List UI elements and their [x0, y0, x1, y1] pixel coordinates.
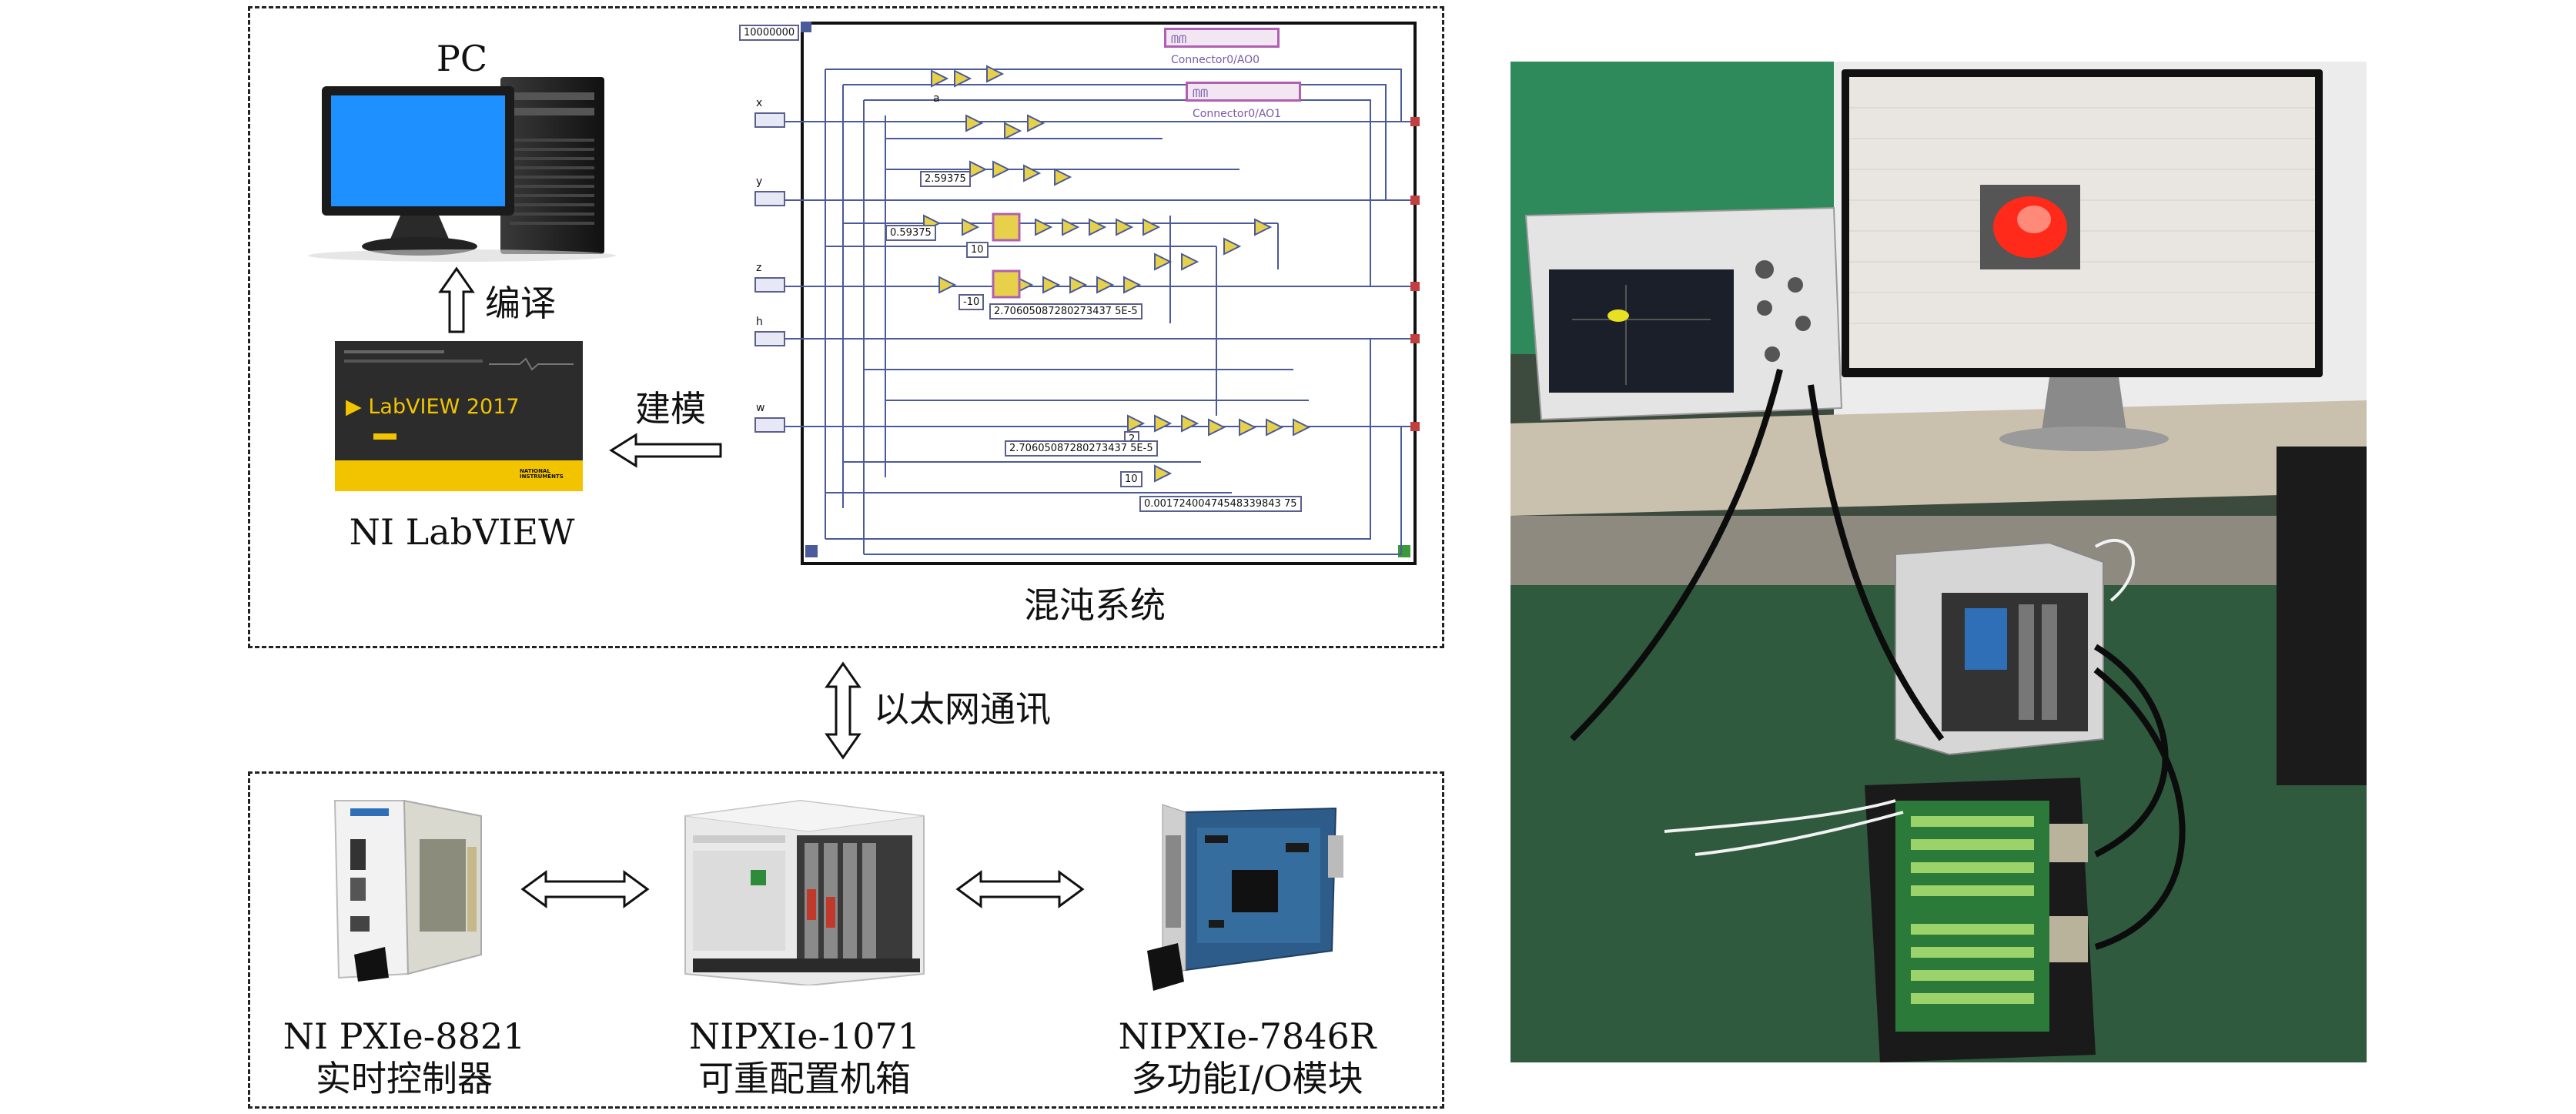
lab-setup-photo: [1510, 62, 2367, 1062]
link-arrow-icon-1: [520, 870, 650, 908]
while-loop-frame: [801, 22, 1417, 565]
splash-small-text-2: [344, 360, 483, 363]
pc-illustration: [308, 77, 616, 262]
compile-label: 编译: [485, 283, 556, 324]
const-5: 2.70605087280273437 5E-5: [989, 303, 1142, 319]
chassis-image: [684, 799, 925, 985]
labview-label: NI LabVIEW: [349, 511, 575, 553]
wires-svg: [785, 65, 1420, 555]
labview-splash: ▶ LabVIEW 2017 NATIONAL INSTRUMENTS: [335, 341, 583, 491]
chassis-label-1: NIPXIe-1071: [688, 1015, 921, 1057]
input-z-label: z: [756, 262, 762, 274]
var-a-label: a: [933, 92, 940, 105]
output-ao1: ᗰᗰ Connector0/AO1: [1186, 82, 1301, 120]
modeling-label: 建模: [635, 388, 706, 430]
splash-bottom-bar: [335, 460, 583, 491]
output-ao0-label: Connector0/AO0: [1171, 54, 1260, 66]
loop-i-icon: [805, 545, 818, 557]
splash-product-name: LabVIEW: [368, 395, 460, 419]
input-w-label: w: [756, 402, 765, 414]
splash-wave-icon: [489, 356, 574, 375]
loop-count-box: 10000000: [739, 25, 800, 41]
input-x-label: x: [756, 97, 763, 109]
controller-label-1: NI PXIe-8821: [283, 1015, 526, 1057]
loop-n-icon: [801, 22, 811, 32]
hardware-group-box: [248, 771, 1444, 1109]
ethernet-label: 以太网通讯: [874, 688, 1051, 730]
ethernet-arrow-icon: [825, 661, 861, 760]
splash-product-year: 2017: [466, 395, 520, 419]
const-2: 0.59375: [885, 225, 936, 241]
const-4: -10: [958, 294, 985, 310]
input-y-control: [754, 191, 785, 206]
input-y-label: y: [756, 176, 763, 188]
pc-group-box: [248, 6, 1444, 648]
output-ao0: ᗰᗰ Connector0/AO0: [1164, 28, 1280, 66]
chassis-label-2: 可重配置机箱: [698, 1058, 911, 1099]
const-9: 0.00172400474548339843 75: [1139, 496, 1302, 512]
pc-label: PC: [436, 38, 488, 79]
const-8: 10: [1120, 471, 1142, 487]
controller-label-2: 实时控制器: [316, 1058, 493, 1099]
input-w-control: [754, 417, 785, 433]
io-module-image: [1147, 804, 1343, 991]
const-3: 10: [966, 242, 989, 258]
input-h-control: [754, 331, 785, 346]
const-7: 2.70605087280273437 5E-5: [1005, 440, 1158, 457]
splash-small-text: [344, 350, 444, 353]
input-x-control: [754, 112, 785, 128]
compile-arrow-icon: [438, 266, 475, 333]
controller-module-image: [333, 799, 482, 982]
splash-vendor: NATIONAL INSTRUMENTS: [520, 468, 564, 480]
link-arrow-icon-2: [955, 870, 1085, 908]
modeling-arrow-icon: [609, 433, 722, 468]
block-diagram: 10000000: [739, 15, 1432, 570]
output-ao1-label: Connector0/AO1: [1193, 108, 1282, 120]
io-label-1: NIPXIe-7846R: [1118, 1015, 1377, 1057]
input-z-control: [754, 277, 785, 293]
input-h-label: h: [756, 316, 763, 328]
splash-product: ▶ LabVIEW 2017: [346, 395, 520, 419]
splash-icons: [373, 433, 396, 440]
const-1: 2.59375: [920, 171, 971, 187]
io-label-2: 多功能I/O模块: [1131, 1058, 1363, 1099]
chaos-label: 混沌系统: [1024, 584, 1166, 626]
